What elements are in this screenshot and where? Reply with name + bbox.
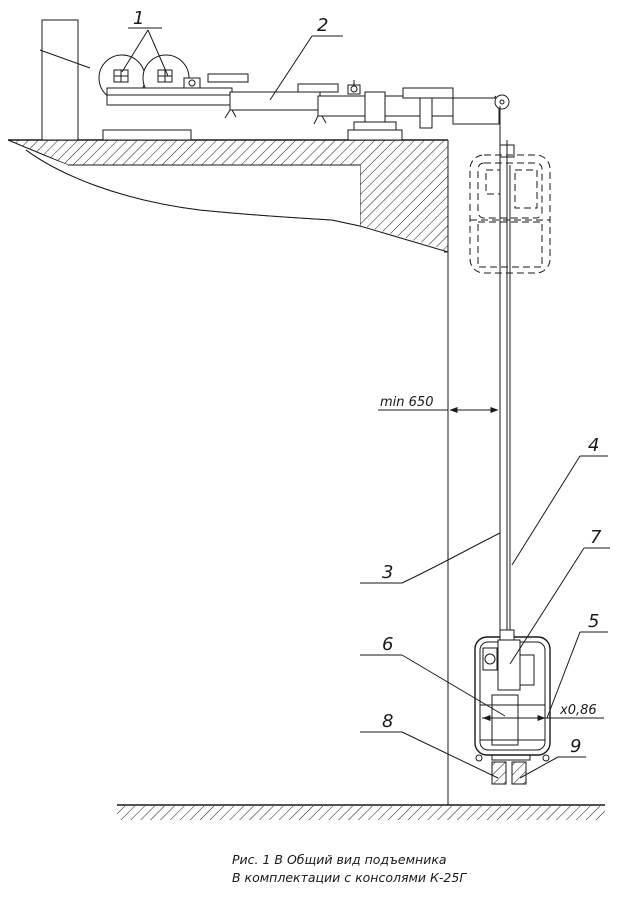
callout-4: 4 <box>588 435 599 456</box>
ropes <box>499 106 511 630</box>
caption-line-1: Рис. 1 В Общий вид подъемника <box>232 852 447 867</box>
cradle-working-position <box>474 629 551 762</box>
callout-3: 3 <box>382 562 393 583</box>
console-beam <box>98 54 510 141</box>
roof-post <box>41 19 79 141</box>
dimension-min-650-text: min 650 <box>380 395 433 410</box>
callout-1: 1 <box>133 8 144 29</box>
dimension-offset-text: x0,86 <box>559 703 597 718</box>
roof-slab <box>7 139 449 253</box>
caption-line-2: В комплектации с консолями К-25Г <box>232 870 467 885</box>
leader-lines <box>39 27 610 779</box>
callout-5: 5 <box>588 611 599 632</box>
cradle-ballast-weights <box>491 761 527 785</box>
callout-6: 6 <box>382 634 393 655</box>
ground <box>117 804 605 820</box>
callout-2: 2 <box>317 15 328 36</box>
callout-9: 9 <box>570 736 581 757</box>
callout-7: 7 <box>590 527 602 548</box>
callout-8: 8 <box>382 711 393 732</box>
building-wall <box>444 140 449 805</box>
